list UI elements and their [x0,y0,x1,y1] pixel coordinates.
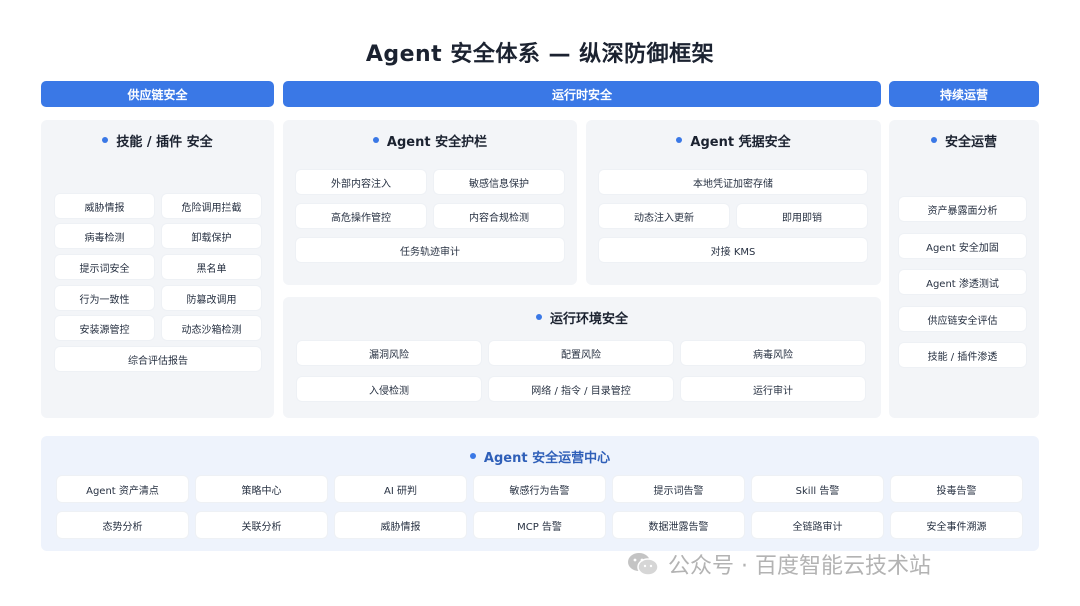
bullet-dot [372,137,379,143]
credential-panel-title-text: Agent 凭据安全 [690,134,791,150]
operations-panel [889,120,1039,418]
soc-panel-title: Agent 安全运营中心 [41,447,1039,466]
soc-item: 威胁情报 [335,512,466,538]
runtime-env-item: 网络 / 指令 / 目录管控 [489,377,673,401]
credential-item: 即用即销 [737,204,867,228]
guardrail-panel-title-text: Agent 安全护栏 [386,134,488,150]
supply-item: 危险调用拦截 [162,194,261,218]
guardrail-item: 内容合规检测 [434,204,564,228]
credential-item-kms: 对接 KMS [599,238,867,262]
operations-item: 供应链安全评估 [899,307,1026,331]
guardrail-item: 高危操作管控 [296,204,426,228]
soc-item: AI 研判 [335,476,466,502]
supply-item: 防篡改调用 [162,286,261,310]
soc-item: Skill 告警 [752,476,883,502]
supply-item-report: 综合评估报告 [55,347,261,371]
header-operations: 持续运营 [889,81,1039,107]
supply-item: 提示词安全 [55,255,154,279]
credential-panel-title: Agent 凭据安全 [586,131,881,150]
soc-item: Agent 资产清点 [57,476,188,502]
runtime-env-item: 入侵检测 [297,377,481,401]
soc-item: 策略中心 [196,476,327,502]
operations-panel-title: 安全运营 [889,131,1039,150]
header-supply-chain: 供应链安全 [41,81,274,107]
guardrail-item: 敏感信息保护 [434,170,564,194]
soc-item: 数据泄露告警 [613,512,744,538]
runtime-env-panel-title-text: 运行环境安全 [549,311,628,327]
runtime-env-item: 漏洞风险 [297,341,481,365]
operations-item: Agent 安全加固 [899,234,1026,258]
supply-item: 安装源管控 [55,316,154,340]
runtime-env-item: 病毒风险 [681,341,865,365]
runtime-env-panel-title: 运行环境安全 [283,308,881,327]
soc-item: 全链路审计 [752,512,883,538]
guardrail-item: 外部内容注入 [296,170,426,194]
bullet-dot [930,137,937,143]
soc-item: 投毒告警 [891,476,1022,502]
supply-item: 卸载保护 [162,224,261,248]
soc-item: 提示词告警 [613,476,744,502]
credential-item: 动态注入更新 [599,204,729,228]
supply-item: 行为一致性 [55,286,154,310]
operations-item: 技能 / 插件渗透 [899,343,1026,367]
soc-item: 关联分析 [196,512,327,538]
watermark: 公众号 · 百度智能云技术站 [626,544,1056,584]
header-runtime: 运行时安全 [283,81,881,107]
runtime-env-item: 配置风险 [489,341,673,365]
bullet-dot [469,453,476,459]
runtime-env-item: 运行审计 [681,377,865,401]
supply-item: 黑名单 [162,255,261,279]
soc-item: 态势分析 [57,512,188,538]
bullet-dot [676,137,683,143]
operations-panel-title-text: 安全运营 [944,134,997,150]
soc-item: MCP 告警 [474,512,605,538]
bullet-dot [102,137,109,143]
guardrail-item-audit: 任务轨迹审计 [296,238,564,262]
supply-item: 动态沙箱检测 [162,316,261,340]
guardrail-panel-title: Agent 安全护栏 [283,131,577,150]
supply-panel-title-text: 技能 / 插件 安全 [116,134,213,150]
supply-item: 威胁情报 [55,194,154,218]
supply-panel-title: 技能 / 插件 安全 [41,131,274,150]
wechat-icon [628,553,659,576]
page-title: Agent 安全体系 — 纵深防御框架 [365,42,715,67]
credential-item-storage: 本地凭证加密存储 [599,170,867,194]
soc-item: 安全事件溯源 [891,512,1022,538]
operations-item: Agent 渗透测试 [899,270,1026,294]
bullet-dot [535,314,542,320]
watermark-text: 公众号 · 百度智能云技术站 [668,554,931,579]
supply-item: 病毒检测 [55,224,154,248]
operations-item: 资产暴露面分析 [899,197,1026,221]
soc-panel-title-text: Agent 安全运营中心 [483,450,611,466]
soc-item: 敏感行为告警 [474,476,605,502]
